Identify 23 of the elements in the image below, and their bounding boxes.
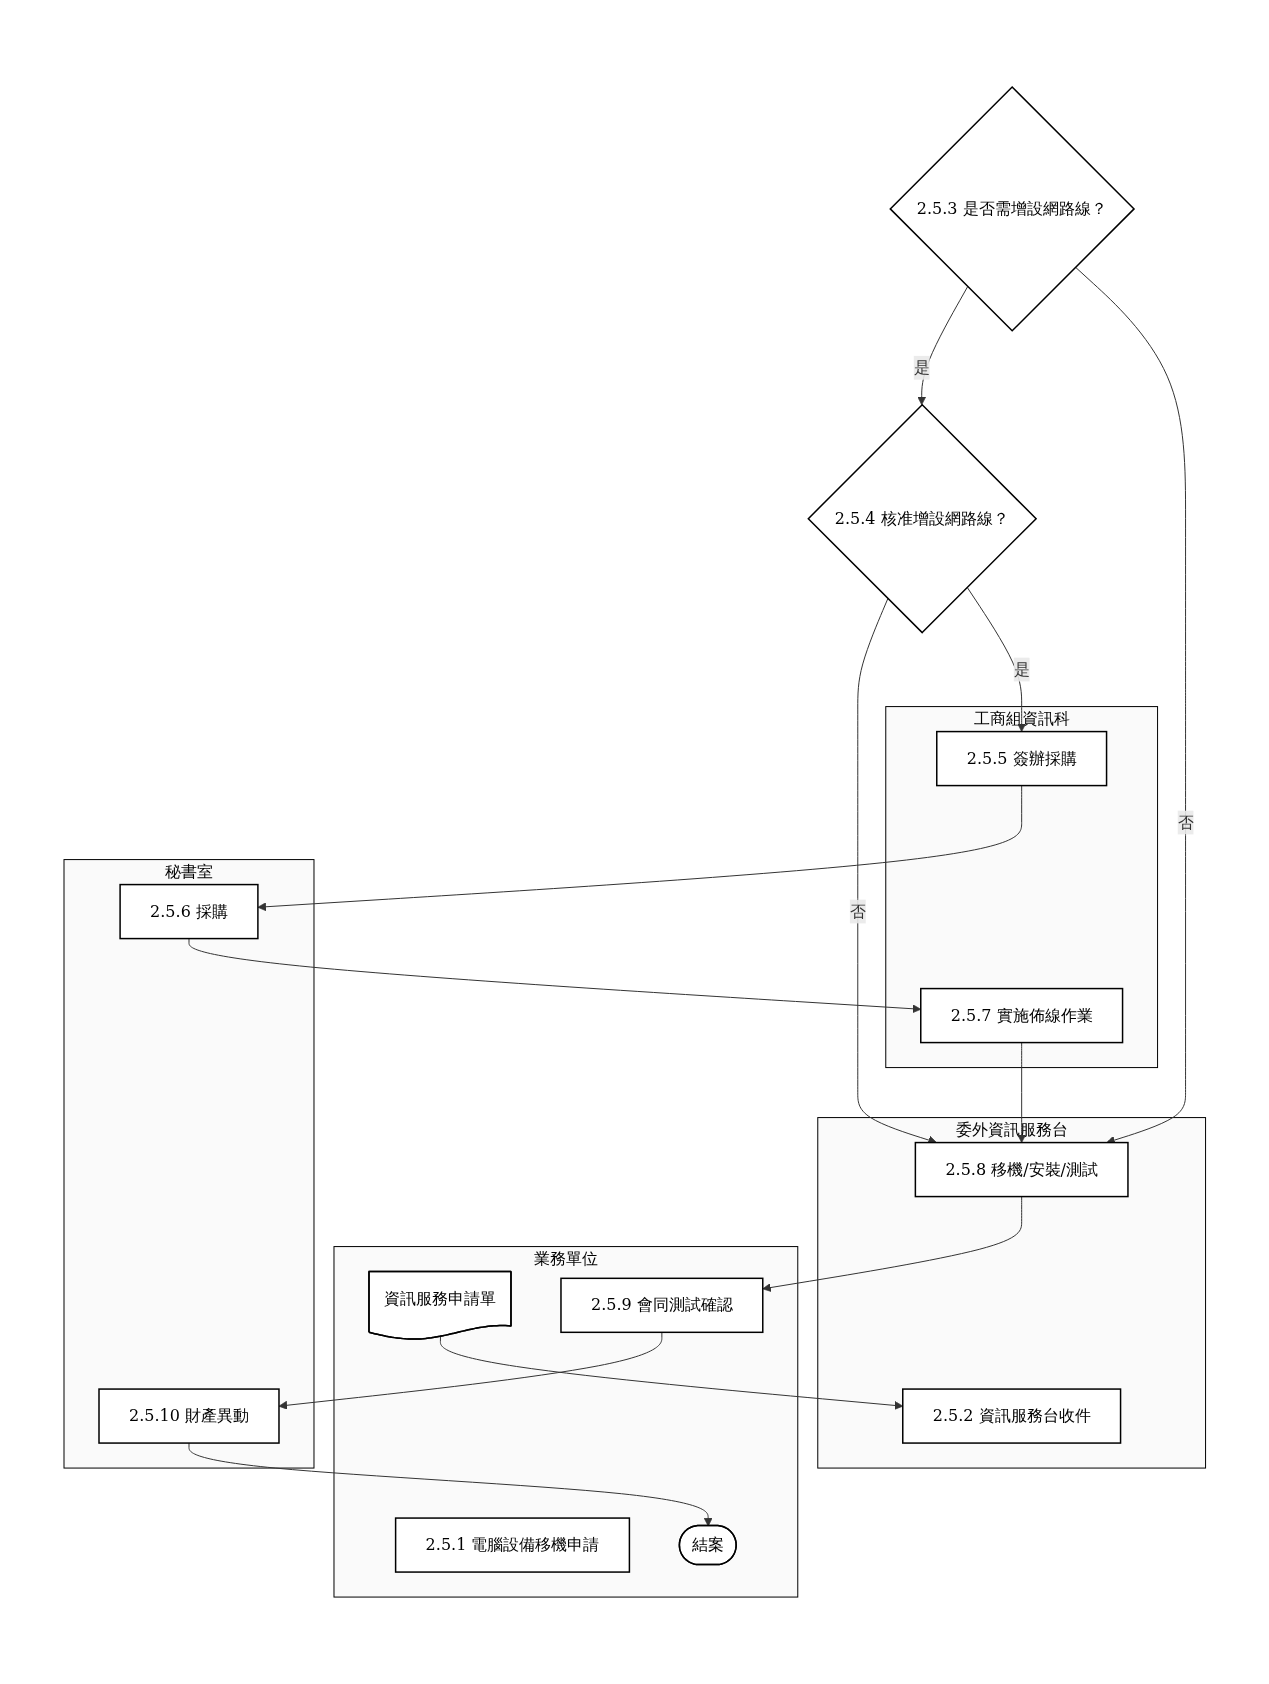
edge-label: 否 xyxy=(849,901,866,921)
arrow xyxy=(257,785,1022,912)
node-box: 2.5.9 會同測試確認 xyxy=(559,1277,764,1334)
arrow xyxy=(966,586,1026,732)
arrow xyxy=(439,1336,903,1410)
edge-label: 否 xyxy=(1177,812,1194,832)
node-box: 2.5.7 實施佈線作業 xyxy=(919,987,1124,1044)
node-box: 2.5.6 採購 xyxy=(119,883,259,940)
arrow xyxy=(1017,1042,1026,1143)
arrow xyxy=(188,938,921,1014)
edge-label: 是 xyxy=(1013,659,1030,679)
node-box: 2.5.5 簽辦採購 xyxy=(935,730,1108,787)
arrow xyxy=(188,1442,713,1527)
arrow xyxy=(762,1196,1022,1292)
node-box: 2.5.10 財產異動 xyxy=(97,1388,280,1444)
node-diamond: 2.5.4 核准增設網路線？ xyxy=(806,403,1037,634)
edge-label: 是 xyxy=(913,357,930,377)
node-box: 2.5.1 電腦設備移機申請 xyxy=(394,1517,630,1573)
arrow xyxy=(917,286,968,406)
node-diamond: 2.5.3 是否需增設網路線？ xyxy=(888,85,1135,332)
arrow xyxy=(278,1331,663,1410)
node-box: 2.5.2 資訊服務台收件 xyxy=(901,1388,1122,1444)
node-box: 2.5.8 移機/安裝/測試 xyxy=(914,1141,1129,1198)
